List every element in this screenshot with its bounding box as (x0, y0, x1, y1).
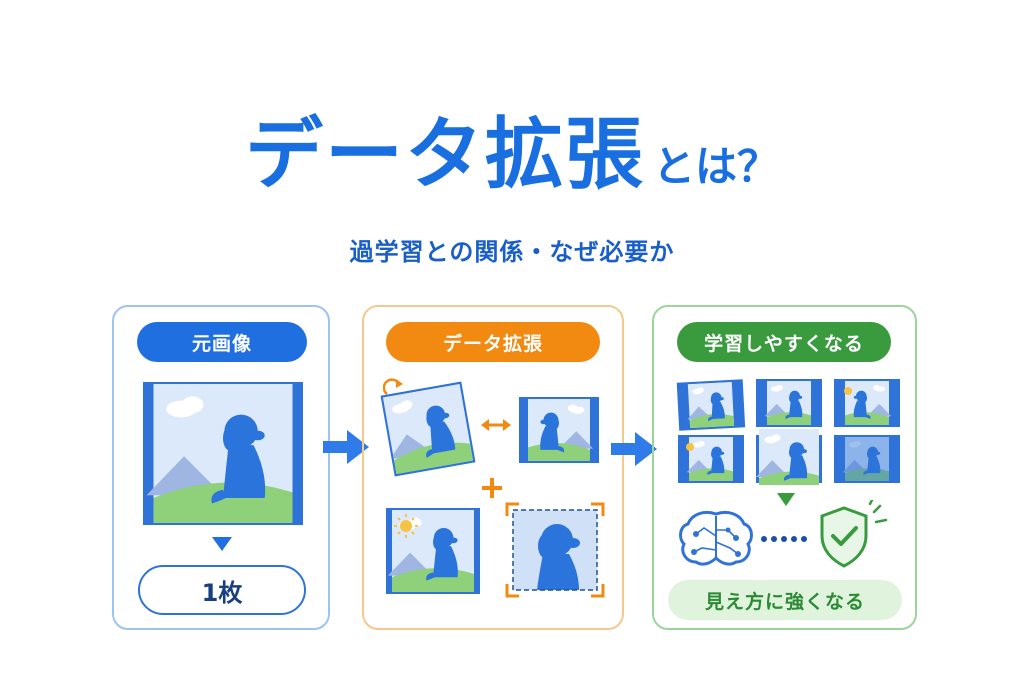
sun-icon (394, 514, 418, 538)
original-image (143, 382, 303, 525)
augmented-image-grid (676, 379, 900, 485)
shield-check-icon (820, 500, 888, 568)
dotted-connector (761, 536, 807, 542)
rotate-icon (383, 378, 403, 395)
brain-network-icon (679, 510, 753, 566)
brightness-image (386, 508, 480, 594)
title-main: データ拡張 (244, 110, 645, 200)
image-count: 1枚 (138, 565, 306, 615)
label-augment: データ拡張 (386, 322, 600, 362)
title-suffix: とは？ (653, 142, 780, 191)
flip-arrows-icon (481, 419, 511, 431)
label-original: 元画像 (137, 322, 307, 362)
panel-augment (362, 305, 624, 630)
panel-learn (652, 305, 917, 630)
result-label: 見え方に強くなる (668, 580, 902, 620)
panel-original (112, 305, 330, 630)
flipped-image (519, 397, 599, 463)
plus-icon (482, 478, 502, 498)
label-learn: 学習しやすくなる (677, 322, 891, 362)
crop-image (505, 502, 605, 598)
down-triangle-icon-2 (777, 493, 795, 506)
rotated-image (380, 381, 476, 477)
right-arrow-icon-2 (611, 432, 657, 466)
crop-corners-icon (505, 502, 605, 598)
page-title: データ拡張とは？ (0, 92, 1024, 204)
down-triangle-icon (212, 537, 232, 551)
right-arrow-icon (323, 430, 369, 464)
page-subtitle: 過学習との関係・なぜ必要か (349, 238, 675, 266)
